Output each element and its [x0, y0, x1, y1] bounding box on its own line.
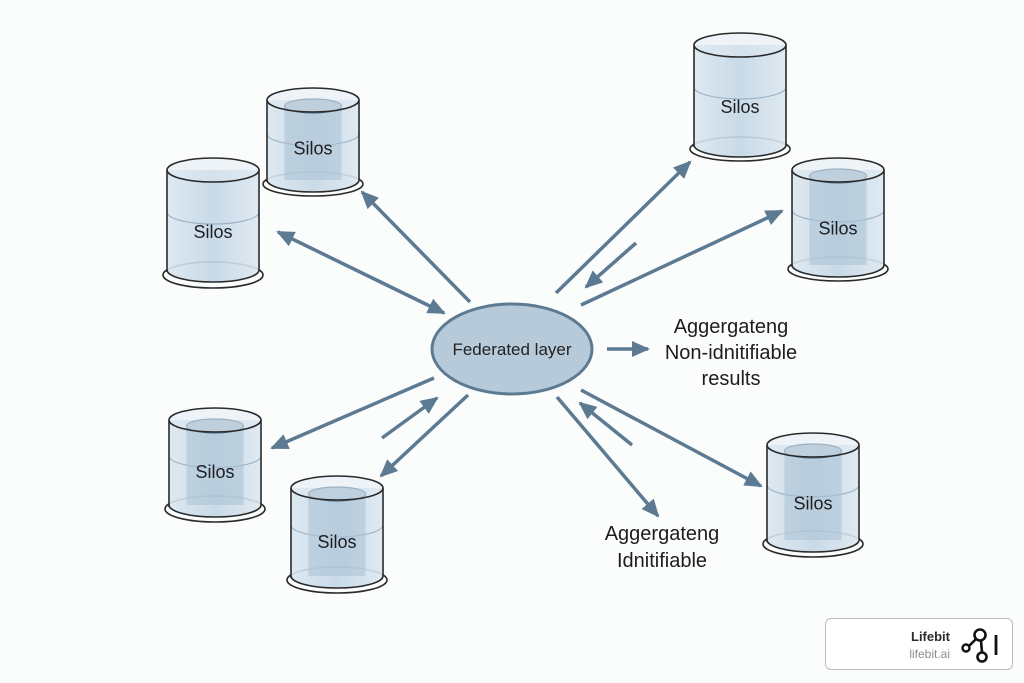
- arrow-hub-to-top-right-silo: [554, 160, 692, 295]
- identifiable-line-1: Aggergateng: [605, 523, 720, 545]
- silo-bottom-right: Silos: [762, 432, 864, 558]
- identifiable-output: Aggergateng Idnitifiable: [605, 523, 720, 572]
- non-identifiable-line-1: Aggergateng: [674, 316, 789, 338]
- silo-label: Silos: [317, 532, 356, 552]
- silo-top-right: Silos: [689, 32, 791, 162]
- silo-bottom-left: Silos: [286, 475, 388, 594]
- silo-label: Silos: [293, 138, 332, 158]
- arrow-hub-to-bottom-left-silo: [379, 393, 470, 478]
- non-identifiable-line-3: results: [702, 368, 761, 390]
- brand-card[interactable]: Lifebit lifebit.ai: [825, 618, 1013, 670]
- silo-label: Silos: [793, 494, 832, 514]
- graph-nodes-icon: [961, 628, 998, 663]
- arrow-hub-to-identifiable: [555, 395, 660, 518]
- silo-top-rim: [766, 432, 860, 458]
- non-identifiable-output: Aggergateng Non-idnitifiable results: [665, 316, 797, 390]
- brand-name: Lifebit: [911, 629, 950, 644]
- silo-right-upper: Silos: [787, 157, 889, 282]
- silo-liquid-line: [693, 86, 787, 100]
- identifiable-line-2: Idnitifiable: [617, 550, 707, 572]
- silo-inner-core: [284, 106, 342, 180]
- silo-inner-core: [784, 451, 842, 540]
- arrow-hub-to-top-left-silo: [360, 190, 472, 304]
- arrow-hub-to-left-lower-silo: [270, 376, 435, 450]
- silo-liquid-line: [166, 211, 260, 225]
- arrow-hub-to-bottom-right-silo: [580, 388, 763, 488]
- silo-inner-core: [809, 176, 867, 265]
- silo-label: Silos: [193, 222, 232, 242]
- silo-top-rim: [266, 87, 360, 113]
- silo-top-rim: [168, 407, 262, 433]
- silo-left-upper: Silos: [162, 157, 264, 289]
- silo-label: Silos: [818, 219, 857, 239]
- silo-top-rim: [290, 475, 384, 501]
- non-identifiable-line-2: Non-idnitifiable: [665, 342, 797, 364]
- silo-body: [694, 45, 786, 157]
- arrow-return-from-bottom-left: [380, 396, 439, 440]
- silo-top-rim: [791, 157, 885, 183]
- brand-url: lifebit.ai: [909, 647, 950, 661]
- arrow-return-from-top-right: [584, 241, 638, 289]
- arrows-group: [270, 160, 784, 518]
- silo-top-rim: [166, 157, 260, 183]
- silo-top-rim: [693, 32, 787, 58]
- arrow-return-from-bottom-right: [578, 401, 634, 447]
- hub-label: Federated layer: [452, 340, 571, 359]
- silo-inner-core: [308, 494, 366, 576]
- silo-body: [167, 170, 259, 282]
- silo-top-left-inner: Silos: [262, 87, 364, 197]
- federated-layer-hub: Federated layer: [430, 302, 594, 396]
- silo-label: Silos: [720, 97, 759, 117]
- silo-label: Silos: [195, 462, 234, 482]
- silo-left-lower: Silos: [164, 407, 266, 523]
- silo-inner-core: [186, 426, 244, 505]
- arrow-hub-to-right-upper-silo: [580, 209, 784, 307]
- arrow-left-upper-silo-bidirectional: [276, 230, 446, 315]
